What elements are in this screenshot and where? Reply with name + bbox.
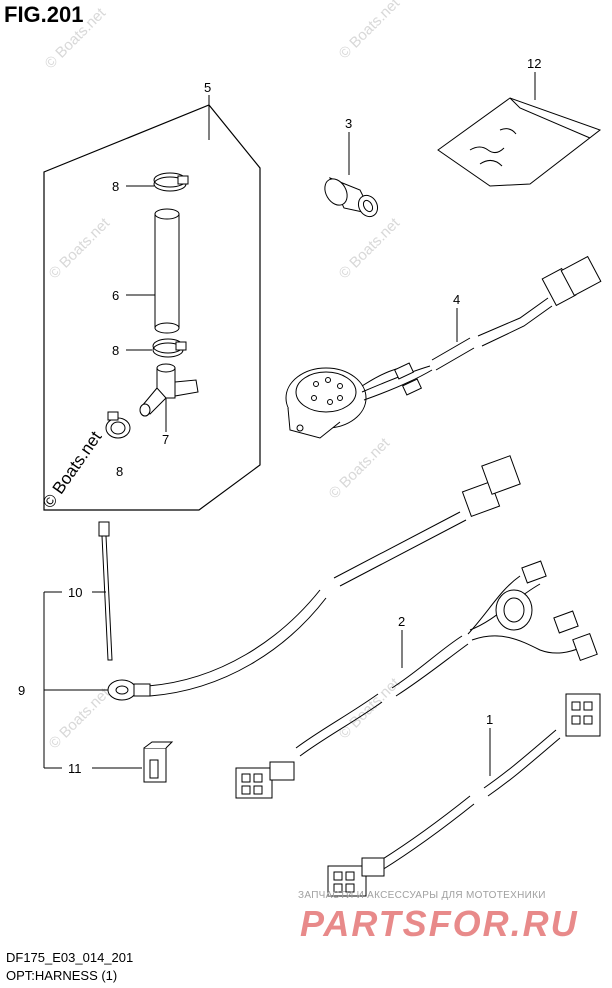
hose-icon	[154, 208, 180, 334]
connector-icon	[553, 610, 579, 634]
callout-10: 10	[68, 585, 83, 600]
brand-logo-text: PARTSFOR.RU	[300, 903, 579, 944]
kit-outline	[43, 104, 261, 511]
multi-pin-connector-icon	[327, 857, 385, 897]
callout-8: 8	[112, 179, 120, 194]
promo-text: ЗАПЧАСТИ И АКСЕССУАРЫ ДЛЯ МОТОТЕХНИКИ	[298, 890, 546, 901]
cable-tie-icon	[98, 521, 113, 661]
callout-2: 2	[398, 614, 406, 629]
harness-wire	[361, 297, 553, 401]
hose-clamp-icon	[153, 172, 189, 192]
diagram-code: DF175_E03_014_201	[6, 950, 134, 965]
callout-9: 9	[18, 683, 26, 698]
callout-8: 8	[116, 464, 124, 479]
bag-icon	[437, 97, 602, 187]
grommet-icon	[324, 177, 379, 218]
hose-clamp-icon	[105, 411, 131, 439]
connector-icon	[572, 632, 598, 662]
ground-cable-icon	[107, 511, 467, 701]
callout-4: 4	[453, 292, 461, 307]
callout-7: 7	[162, 432, 170, 447]
callout-11: 11	[68, 761, 82, 776]
connector-icon	[541, 255, 602, 307]
callout-5: 5	[204, 80, 212, 95]
buzzer-icon	[285, 367, 367, 439]
fuse-icon	[143, 741, 174, 783]
callout-3: 3	[345, 116, 353, 131]
figure-title: FIG.201	[4, 2, 84, 27]
multi-pin-connector-icon	[235, 761, 295, 799]
harness-wire	[295, 575, 581, 757]
inline-fuse-icon	[393, 362, 415, 380]
round-connector-icon	[495, 589, 533, 631]
callout-12: 12	[527, 56, 542, 71]
harness-wire	[377, 729, 561, 871]
connector-icon	[521, 560, 547, 584]
inline-fuse-icon	[401, 378, 423, 396]
multi-pin-connector-icon	[565, 693, 601, 737]
tee-fitting-icon	[139, 363, 199, 417]
callout-6: 6	[112, 288, 120, 303]
diagram-caption: OPT:HARNESS (1)	[6, 968, 118, 983]
callout-1: 1	[486, 712, 494, 727]
callout-8: 8	[112, 343, 120, 358]
connector-icon	[461, 455, 521, 517]
hose-clamp-icon	[152, 338, 187, 358]
